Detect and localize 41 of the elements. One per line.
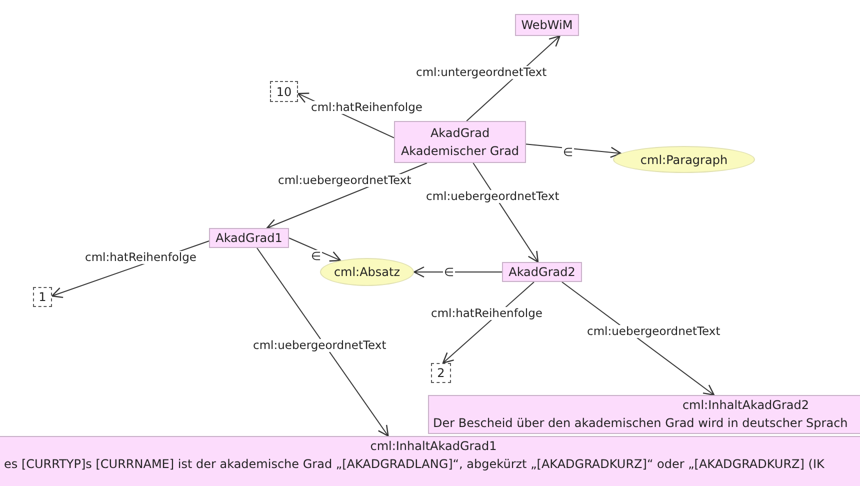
- node-title: cml:InhaltAkadGrad1: [370, 438, 497, 455]
- node-title: 2: [437, 365, 445, 382]
- edge-label: cml:uebergeordnetText: [425, 190, 560, 203]
- arrow: [256, 248, 389, 437]
- class-box: [394, 121, 526, 163]
- edge-label: ∈: [562, 146, 574, 159]
- instance-box: [502, 262, 582, 282]
- text-box: [0, 436, 860, 486]
- node-title: 10: [276, 84, 292, 100]
- type-ellipse: [613, 146, 755, 173]
- node-text: Der Bescheid über den akademischen Grad wird in deutscher Sprach: [433, 415, 848, 432]
- node-title: AkadGrad: [430, 125, 490, 142]
- arrow: [413, 266, 502, 278]
- value-box: [270, 81, 298, 102]
- class-box: [515, 14, 579, 36]
- value-box: [431, 363, 451, 383]
- edge-label: cml:hatReihenfolge: [84, 251, 198, 264]
- node-text: Akademischer Grad: [400, 143, 520, 160]
- node-text: es [CURRTYP]s [CURRNAME] ist der akademische Grad „[AKADGRADLANG]“, abgekürzt „[AKADGRADKURZ]“ oder „[AKADGRADKURZ] (IK: [4, 456, 824, 473]
- node-title: 1: [38, 289, 46, 306]
- edge-label: cml:untergeordnetText: [415, 66, 548, 79]
- node-title: AkadGrad2: [508, 264, 576, 281]
- edge-label: ∈: [310, 250, 322, 263]
- node-title: cml:Paragraph: [640, 152, 728, 168]
- arrow: [288, 238, 342, 262]
- edge-label: cml:hatReihenfolge: [430, 307, 544, 320]
- arrow: [472, 162, 539, 263]
- arrow: [526, 144, 622, 158]
- node-title: cml:InhaltAkadGrad2: [682, 397, 809, 414]
- edge-label: cml:uebergeordnetText: [277, 174, 412, 187]
- edge-label: cml:uebergeordnetText: [252, 339, 388, 352]
- node-title: cml:Absatz: [334, 264, 400, 281]
- node-title: AkadGrad1: [216, 230, 282, 247]
- edge-label: cml:uebergeordnetText: [586, 325, 722, 338]
- value-box: [33, 287, 52, 307]
- edge-label: cml:hatReihenfolge: [310, 101, 424, 114]
- node-title: WebWiM: [521, 17, 573, 34]
- edge-label: ∈: [443, 266, 456, 279]
- instance-box: [209, 228, 289, 248]
- arrow: [562, 282, 715, 396]
- text-box: [428, 395, 860, 434]
